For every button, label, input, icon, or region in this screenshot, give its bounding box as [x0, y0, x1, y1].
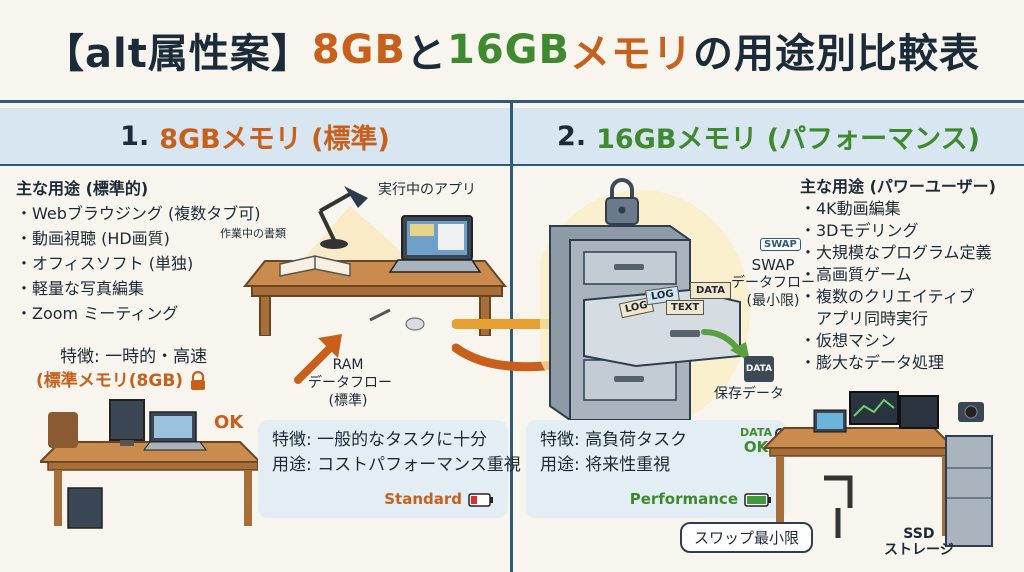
section-title: 16GBメモリ (パフォーマンス) — [596, 123, 980, 155]
ram-flow-arrow — [294, 334, 342, 384]
battery-low-icon — [468, 492, 493, 507]
section-number: 1. — [120, 120, 150, 152]
performance-tag: Performance — [630, 487, 772, 512]
ssd-label-line: SSD — [903, 526, 935, 542]
list-item: ・3Dモデリング — [800, 221, 919, 240]
data-ok-line: DATA — [740, 426, 772, 439]
ram-label-line: データフロー — [308, 375, 392, 391]
list-item: アプリ同時実行 — [800, 309, 929, 328]
info-box-8gb: 特徴: 一般的なタスクに十分 用途: コストパフォーマンス重視 Standard — [258, 420, 521, 518]
feature-8gb: 特徴: 一時的・高速 — [60, 347, 208, 367]
info-box-16gb: 特徴: 高負荷タスク 用途: 将来性重視 DATA OK Performance — [526, 420, 786, 518]
data-ok-line: OK — [743, 438, 769, 456]
label-running-app: 実行中のアプリ — [378, 182, 476, 198]
list-item: ・軽量な写真編集 — [16, 279, 145, 298]
ssd-label-line: ストレージ — [884, 542, 954, 558]
data-ok-badge: DATA OK — [740, 426, 772, 456]
save-data-label: 保存データ — [714, 386, 784, 402]
title-part: 16GB — [447, 27, 570, 73]
title-part: メモリ — [569, 31, 693, 77]
list-item: ・Webブラウジング (複数タブ可) — [16, 204, 261, 223]
uses-list-8gb: 主な用途 (標準的) ・Webブラウジング (複数タブ可) ・動画視聴 (HD画… — [16, 176, 260, 326]
section-number: 2. — [557, 120, 587, 152]
ram-flow-label: RAM データフロー (標準) — [308, 356, 392, 410]
list-item: ・4K動画編集 — [800, 199, 901, 218]
small-desk-illustration — [40, 399, 263, 529]
swap-label-line: (最小限) — [746, 293, 800, 309]
list-item: ・高画質ゲーム — [800, 265, 912, 284]
swap-label-line: データフロー — [731, 275, 815, 291]
page-title: 【alt属性案】 8GB と 16GB メモリ の用途別比較表 — [0, 0, 1024, 100]
file-tag-data: DATA — [690, 282, 732, 299]
swap-label-line: SWAP — [751, 256, 795, 274]
list-item: ・仮想マシン — [800, 331, 897, 350]
swap-label: SWAP データフロー (最小限) — [728, 256, 818, 310]
title-part: 8GB — [311, 27, 406, 73]
list-item: ・Zoom ミーティング — [16, 304, 179, 323]
swap-minimal-pill: スワップ最小限 — [680, 522, 814, 553]
battery-full-icon — [744, 492, 771, 507]
lock-icon — [190, 371, 205, 390]
info-line: 特徴: 一般的なタスクに十分 — [272, 430, 488, 450]
section-title: 8GBメモリ (標準) — [159, 123, 390, 155]
ram-label-line: (標準) — [328, 393, 368, 409]
label-working-docs: 作業中の書類 — [220, 227, 286, 240]
list-item: ・オフィスソフト (単独) — [16, 254, 194, 273]
list-item: ・複数のクリエイティブ — [800, 287, 975, 306]
standard-memory-badge: (標準メモリ(8GB) — [36, 366, 207, 391]
list-item: ・膨大なデータ処理 — [800, 353, 945, 372]
info-line: 用途: 将来性重視 — [540, 455, 671, 475]
badge-text: (標準メモリ(8GB) — [36, 371, 184, 391]
uses-heading: 主な用途 (パワーユーザー) — [800, 177, 996, 196]
ram-label-line: RAM — [332, 357, 364, 373]
desk-illustration — [242, 186, 508, 336]
ok-label: OK — [214, 412, 244, 433]
list-item: ・動画視聴 (HD画質) — [16, 229, 170, 248]
uses-list-16gb: 主な用途 (パワーユーザー) ・4K動画編集 ・3Dモデリング ・大規模なプログ… — [800, 176, 996, 374]
workstation-illustration — [764, 391, 993, 547]
uses-heading: 主な用途 (標準的) — [16, 179, 149, 198]
info-line: 特徴: 高負荷タスク — [540, 430, 688, 450]
standard-tag: Standard — [384, 487, 494, 512]
title-part: と — [406, 31, 447, 77]
center-divider — [510, 100, 513, 572]
data-file-icon: DATA — [744, 356, 774, 382]
title-part: 【alt属性案】 — [44, 31, 312, 77]
list-item: ・大規模なプログラム定義 — [800, 243, 992, 262]
section-header-8gb: 1. 8GBメモリ (標準) — [0, 108, 510, 164]
file-cabinet-illustration — [540, 178, 750, 430]
file-tag-text: TEXT — [666, 300, 705, 315]
swap-tag: SWAP — [760, 238, 801, 251]
tag-text: Performance — [629, 490, 738, 508]
info-line: 用途: コストパフォーマンス重視 — [272, 455, 521, 475]
title-part: の用途別比較表 — [692, 31, 980, 77]
section-header-16gb: 2. 16GBメモリ (パフォーマンス) — [513, 108, 1024, 164]
tag-text: Standard — [384, 490, 462, 508]
ssd-label: SSD ストレージ — [884, 526, 954, 558]
